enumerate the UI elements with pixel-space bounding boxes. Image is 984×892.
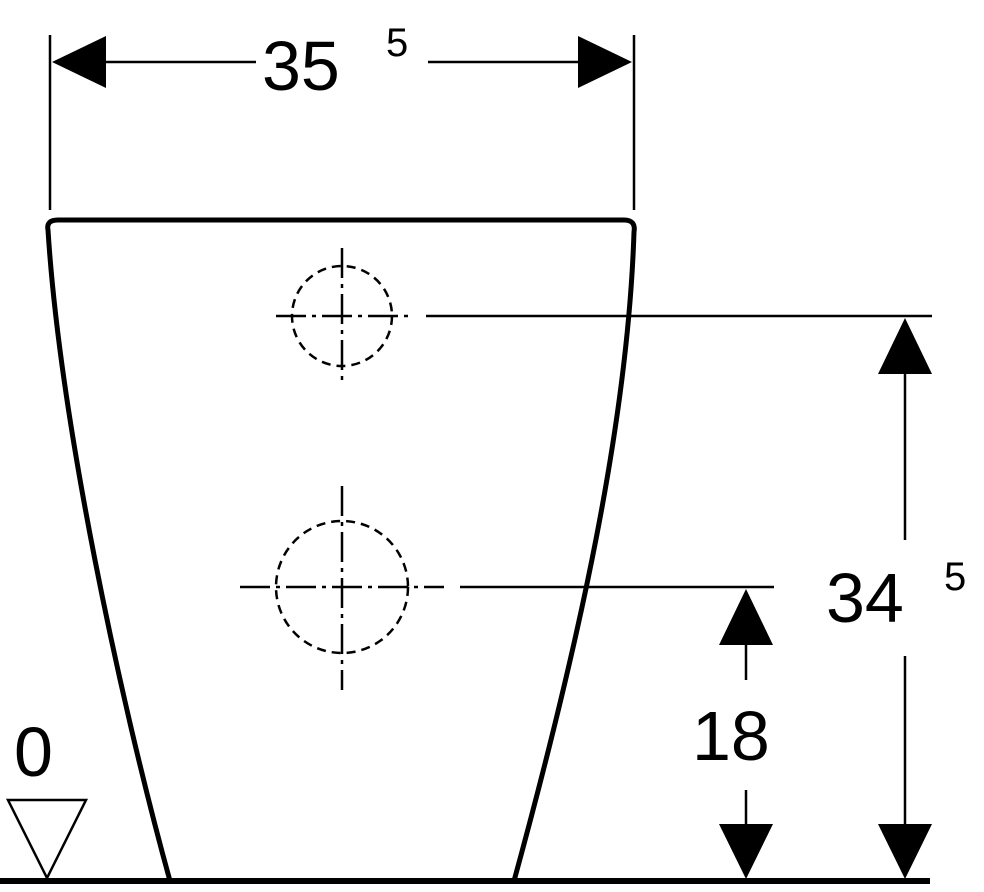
width-dimension: 35 5 — [48, 21, 636, 210]
upper-connection — [276, 248, 408, 384]
lower-height-dimension-value: 18 — [692, 697, 770, 775]
toilet-body-outline — [45, 217, 637, 882]
triangle-down-icon — [5, 798, 89, 881]
upper-height-arrow-top — [878, 318, 932, 374]
width-dimension-value: 35 — [262, 27, 340, 105]
upper-height-dimension-value: 34 — [826, 559, 904, 637]
floor-level-marker: 0 — [5, 713, 89, 881]
lower-height-arrow-top — [719, 589, 773, 645]
width-arrow-right — [578, 36, 632, 88]
lower-height-dimension: 18 — [692, 589, 773, 879]
width-dimension-superscript: 5 — [386, 21, 408, 65]
upper-height-arrow-bottom — [878, 824, 932, 879]
width-arrow-left — [52, 36, 106, 88]
upper-height-dimension: 34 5 — [826, 318, 966, 879]
lower-height-arrow-bottom — [719, 824, 773, 879]
floor-level-value: 0 — [14, 713, 53, 791]
lower-connection — [240, 486, 444, 690]
upper-height-dimension-superscript: 5 — [944, 555, 966, 599]
